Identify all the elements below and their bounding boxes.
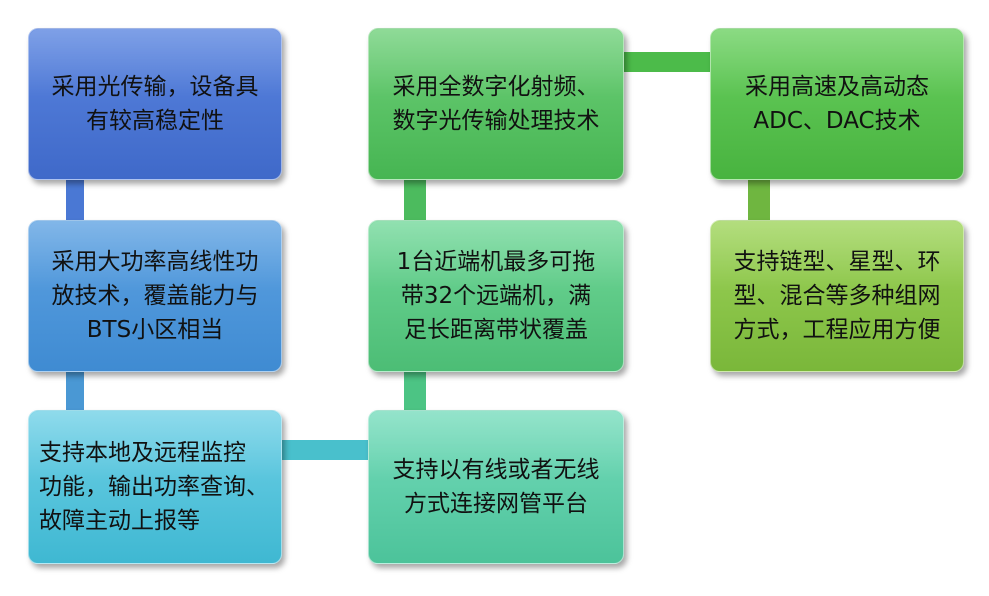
node-remote-units: 1台近端机最多可拖 带32个远端机，满 足长距离带状覆盖 [368,220,624,372]
node-text: 1台近端机最多可拖 带32个远端机，满 足长距离带状覆盖 [396,249,596,343]
node-text: 支持以有线或者无线 方式连接网管平台 [392,457,600,517]
node-text: 支持本地及远程监控 功能，输出功率查询、 故障主动上报等 [39,440,269,534]
connector-1-2 [66,178,84,222]
node-network-management: 支持以有线或者无线 方式连接网管平台 [368,410,624,564]
node-network-topology: 支持链型、星型、环 型、混合等多种组网 方式，工程应用方便 [710,220,964,372]
node-optical-transmission: 采用光传输，设备具 有较高稳定性 [28,28,282,180]
node-adc-dac: 采用高速及高动态 ADC、DAC技术 [710,28,964,180]
node-digital-rf: 采用全数字化射频、 数字光传输处理技术 [368,28,624,180]
connector-6-5 [404,370,426,412]
connector-5-4 [404,178,426,222]
node-text: 采用全数字化射频、 数字光传输处理技术 [392,74,600,134]
connector-2-3 [66,370,84,412]
node-high-power-amplifier: 采用大功率高线性功 放技术，覆盖能力与 BTS小区相当 [28,220,282,372]
node-remote-monitoring: 支持本地及远程监控 功能，输出功率查询、 故障主动上报等 [28,410,282,564]
connector-7-8 [748,178,770,222]
node-text: 采用大功率高线性功 放技术，覆盖能力与 BTS小区相当 [51,249,259,343]
connector-3-6 [280,440,370,460]
node-text: 支持链型、星型、环 型、混合等多种组网 方式，工程应用方便 [733,249,941,343]
connector-4-7 [622,52,712,72]
node-text: 采用光传输，设备具 有较高稳定性 [51,74,259,134]
node-text: 采用高速及高动态 ADC、DAC技术 [745,74,929,134]
